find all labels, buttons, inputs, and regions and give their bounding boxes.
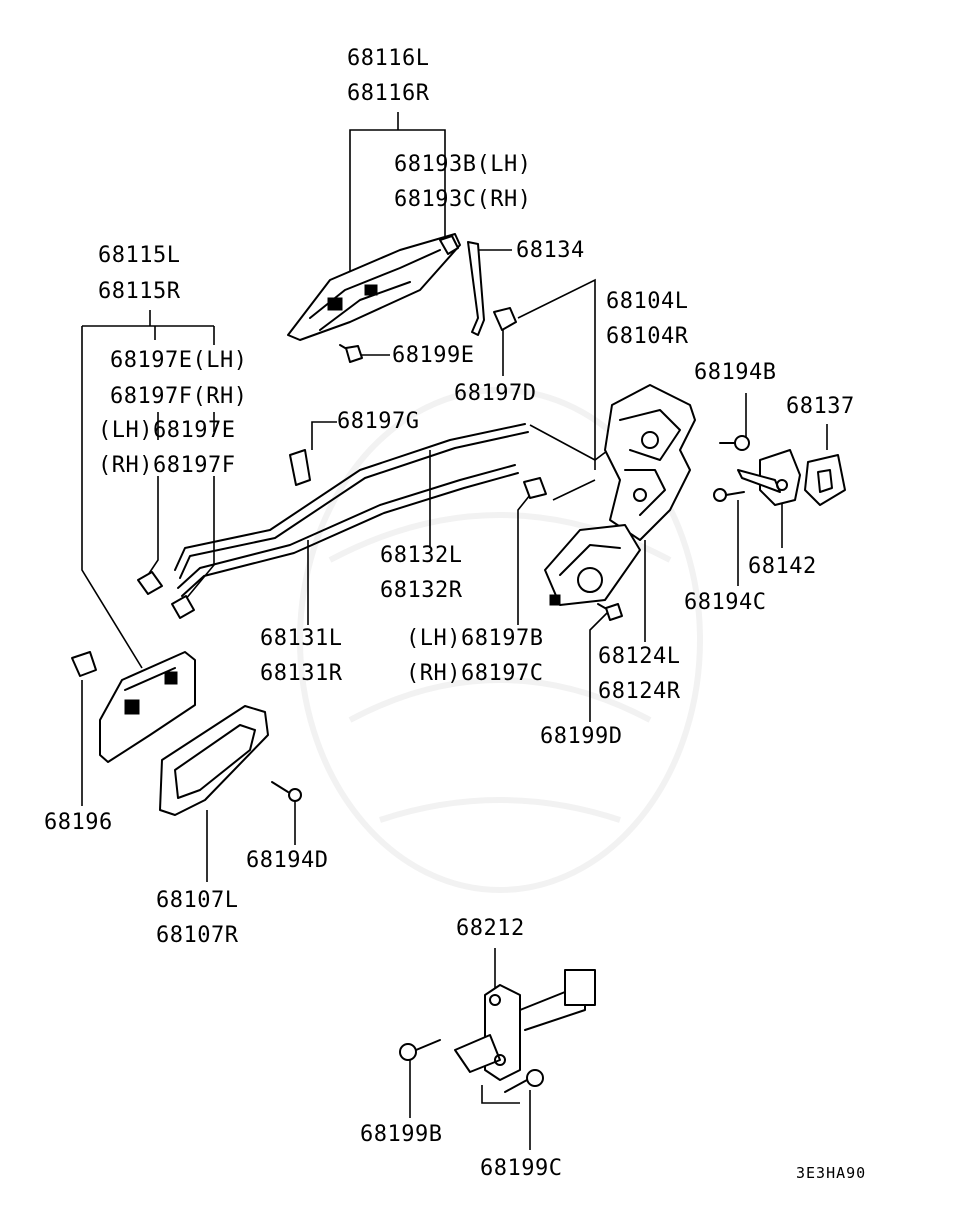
label-68194D: 68194D (246, 848, 329, 873)
label-68212: 68212 (456, 916, 525, 941)
label-68131L: 68131L (260, 626, 343, 651)
screw-68199D-part (597, 603, 623, 621)
outside-handle-part (287, 233, 461, 341)
door-check-part (454, 969, 596, 1081)
door-latch-part (604, 384, 696, 541)
label-68116L: 68116L (347, 46, 430, 71)
clip-68197D-part (493, 307, 517, 331)
clip-68196-part (71, 651, 97, 677)
clip-68193-part (439, 235, 459, 255)
label-68132L: 68132L (380, 543, 463, 568)
diagram-code: 3E3HA90 (796, 1164, 867, 1182)
label-68199C: 68199C (480, 1156, 563, 1181)
label-68131R: 68131R (260, 661, 343, 686)
clips-68197E-68197F-part (137, 571, 195, 619)
label-68199E: 68199E (392, 343, 475, 368)
label-68194B: 68194B (694, 360, 777, 385)
screw-68194C-part (713, 488, 745, 502)
screw-68194B-part (719, 435, 750, 451)
label-68197F-rh: 68197F(RH) (110, 384, 248, 409)
label-68104R: 68104R (606, 324, 689, 349)
label-68197C: (RH)68197C (406, 661, 544, 686)
label-68193C: 68193C(RH) (394, 187, 532, 212)
label-68104L: 68104L (606, 289, 689, 314)
rod-68134-part (467, 241, 485, 336)
label-68197F-prefixed: (RH)68197F (98, 453, 236, 478)
handle-bezel-part (159, 705, 269, 816)
label-68197B: (LH)68197B (406, 626, 544, 651)
label-68196: 68196 (44, 810, 113, 835)
label-68115L: 68115L (98, 243, 181, 268)
lock-actuator-part (544, 524, 641, 606)
label-68199D: 68199D (540, 724, 623, 749)
label-68194C: 68194C (684, 590, 767, 615)
clip-68197G-part (289, 449, 311, 486)
label-68197G: 68197G (337, 409, 420, 434)
door-striker-part (737, 449, 801, 506)
screw-68194D-part (271, 781, 302, 802)
label-68116R: 68116R (347, 81, 430, 106)
label-68142: 68142 (748, 554, 817, 579)
label-68197E-prefixed: (LH)68197E (98, 418, 236, 443)
inside-handle-part (99, 651, 196, 763)
label-68197E-lh: 68197E(LH) (110, 348, 248, 373)
label-68197D: 68197D (454, 381, 537, 406)
label-68107R: 68107R (156, 923, 239, 948)
screw-68199E-part (339, 344, 363, 363)
label-68124R: 68124R (598, 679, 681, 704)
striker-shim-part (804, 454, 846, 506)
label-68132R: 68132R (380, 578, 463, 603)
bolt-68199B-part (399, 1039, 441, 1061)
label-68199B: 68199B (360, 1122, 443, 1147)
label-68137: 68137 (786, 394, 855, 419)
label-68115R: 68115R (98, 279, 181, 304)
bolt-68199C-part (504, 1069, 544, 1093)
label-68134: 68134 (516, 238, 585, 263)
label-68124L: 68124L (598, 644, 681, 669)
label-68193B: 68193B(LH) (394, 152, 532, 177)
label-68107L: 68107L (156, 888, 239, 913)
clip-68197B-part (523, 477, 547, 499)
rods-68131-68132-part (174, 423, 529, 597)
